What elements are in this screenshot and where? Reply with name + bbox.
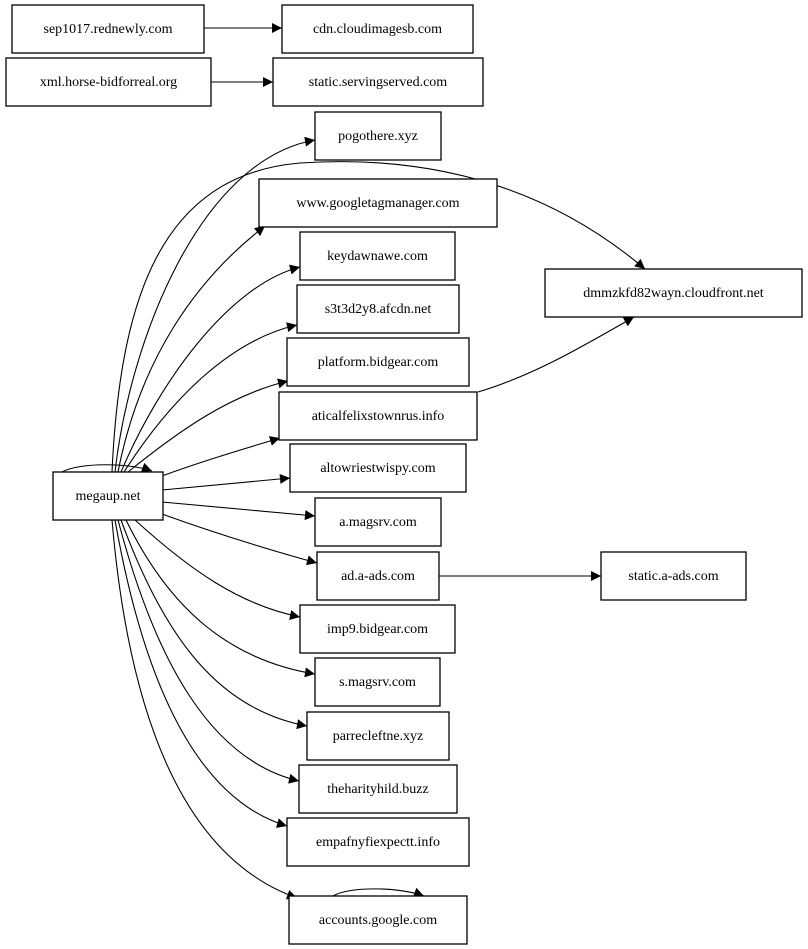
node-label: empafnyfiexpectt.info	[316, 835, 440, 850]
node-platform-bidgear[interactable]: platform.bidgear.com	[286, 337, 470, 387]
node-googletagmanager[interactable]: www.googletagmanager.com	[258, 178, 498, 228]
node-label: ad.a-ads.com	[341, 569, 415, 584]
node-megaup[interactable]: megaup.net	[52, 471, 164, 521]
node-s-magsrv[interactable]: s.magsrv.com	[314, 657, 441, 707]
edge-megaup-to-altowriest	[161, 473, 291, 491]
edge-megaup-to-empafny	[114, 519, 288, 828]
edges-layer	[61, 23, 646, 900]
edge-aticalfelix-to-dmmzkfd82wayn	[477, 316, 635, 393]
node-label: keydawnawe.com	[327, 249, 428, 264]
node-label: a.magsrv.com	[339, 515, 417, 530]
node-label: static.servingserved.com	[309, 75, 448, 90]
node-static-a-ads[interactable]: static.a-ads.com	[600, 551, 747, 601]
node-parrecleftne[interactable]: parrecleftne.xyz	[306, 711, 450, 761]
edge-accounts-google-self-loop	[332, 887, 425, 898]
node-label: platform.bidgear.com	[318, 355, 439, 370]
node-empafnyfiexpectt[interactable]: empafnyfiexpectt.info	[286, 817, 470, 867]
edge-megaup-to-dmmzkfd82wayn	[111, 161, 646, 473]
node-label: parrecleftne.xyz	[333, 729, 424, 744]
node-afcdn[interactable]: s3t3d2y8.afcdn.net	[296, 284, 460, 334]
node-sep1017-rednewly[interactable]: sep1017.rednewly.com	[11, 4, 205, 54]
edge-megaup-to-a-magsrv	[161, 501, 316, 521]
node-label: imp9.bidgear.com	[327, 622, 428, 637]
edge-megaup-to-ad-a-ads	[161, 513, 318, 566]
node-label: aticalfelixstownrus.info	[312, 409, 445, 424]
node-label: static.a-ads.com	[628, 569, 718, 584]
node-aticalfelixstownrus[interactable]: aticalfelixstownrus.info	[278, 391, 478, 441]
node-a-magsrv[interactable]: a.magsrv.com	[314, 497, 442, 547]
edge-megaup-to-parrecleftne	[120, 519, 308, 730]
edge-megaup-to-theharity	[117, 519, 300, 784]
node-altowriestwispy[interactable]: altowriestwispy.com	[289, 443, 467, 493]
node-label: s.magsrv.com	[339, 675, 416, 690]
edge-megaup-to-pogothere	[114, 136, 316, 473]
edge-megaup-to-keydawnawe	[120, 264, 301, 473]
node-label: sep1017.rednewly.com	[44, 22, 173, 37]
node-label: s3t3d2y8.afcdn.net	[325, 302, 432, 317]
edge-megaup-to-afcdn	[123, 322, 298, 473]
edge-megaup-to-accounts-google	[111, 519, 298, 900]
node-pogothere[interactable]: pogothere.xyz	[314, 111, 442, 161]
nodes-layer: sep1017.rednewly.com cdn.cloudimagesb.co…	[5, 4, 803, 945]
node-accounts-google[interactable]: accounts.google.com	[288, 895, 468, 945]
node-imp9-bidgear[interactable]: imp9.bidgear.com	[299, 604, 456, 654]
edge-megaup-to-imp9-bidgear	[134, 519, 301, 620]
node-label: dmmzkfd82wayn.cloudfront.net	[583, 286, 764, 301]
node-label: theharityhild.buzz	[327, 782, 428, 797]
node-xml-horse-bidforreal[interactable]: xml.horse-bidforreal.org	[5, 57, 212, 107]
node-keydawnawe[interactable]: keydawnawe.com	[299, 231, 456, 281]
node-label: xml.horse-bidforreal.org	[40, 75, 177, 90]
edge-megaup-self-loop	[61, 462, 153, 473]
edge-megaup-to-aticalfelix	[161, 436, 281, 477]
node-label: altowriestwispy.com	[320, 461, 435, 476]
edge-megaup-to-googletagmanager	[117, 225, 266, 473]
node-ad-a-ads[interactable]: ad.a-ads.com	[316, 551, 440, 601]
edge-megaup-to-s-magsrv	[125, 519, 316, 678]
node-cdn-cloudimagesb[interactable]: cdn.cloudimagesb.com	[281, 4, 474, 54]
node-label: megaup.net	[76, 489, 141, 504]
node-theharityhild[interactable]: theharityhild.buzz	[298, 764, 458, 814]
edge-megaup-to-platform-bidgear	[127, 378, 289, 473]
node-label: cdn.cloudimagesb.com	[313, 22, 442, 37]
node-dmmzkfd82wayn-cloudfront[interactable]: dmmzkfd82wayn.cloudfront.net	[544, 268, 803, 318]
node-label: www.googletagmanager.com	[296, 196, 459, 211]
node-label: accounts.google.com	[319, 913, 437, 928]
node-label: pogothere.xyz	[338, 129, 418, 144]
node-static-servingserved[interactable]: static.servingserved.com	[272, 57, 484, 107]
